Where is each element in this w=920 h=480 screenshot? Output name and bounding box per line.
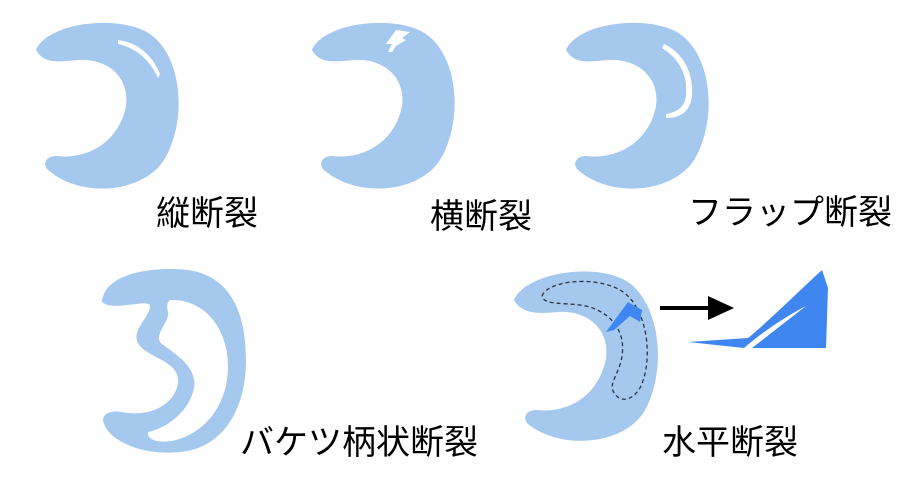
- label-horizontal-tear: 水平断裂: [662, 423, 798, 463]
- horizontal-tear-cleft-small: [606, 302, 642, 332]
- label-longitudinal-tear: 縦断裂: [156, 194, 258, 234]
- transverse-tear-notch: [386, 30, 410, 52]
- panel-transverse-tear: 横断裂: [312, 22, 532, 237]
- meniscus-shape: [102, 269, 246, 453]
- horizontal-tear-cleft-enlarged: [688, 270, 828, 348]
- meniscus-shape: [312, 22, 455, 189]
- meniscus-shape: [514, 271, 658, 441]
- flap-tear-line: [662, 44, 693, 118]
- label-transverse-tear: 横断裂: [430, 197, 532, 237]
- meniscus-shape: [566, 22, 709, 189]
- horizontal-tear-outline: [541, 280, 648, 400]
- longitudinal-tear-line: [118, 40, 160, 78]
- panel-flap-tear: フラップ断裂: [566, 22, 892, 233]
- label-bucket-handle-tear: バケツ柄状断裂: [240, 423, 478, 463]
- label-flap-tear: フラップ断裂: [688, 193, 892, 233]
- panel-longitudinal-tear: 縦断裂: [36, 22, 258, 234]
- arrow: [660, 296, 734, 320]
- meniscus-shape: [36, 22, 179, 189]
- panel-bucket-handle-tear: バケツ柄状断裂: [102, 269, 478, 463]
- panel-horizontal-tear: 水平断裂: [514, 270, 828, 463]
